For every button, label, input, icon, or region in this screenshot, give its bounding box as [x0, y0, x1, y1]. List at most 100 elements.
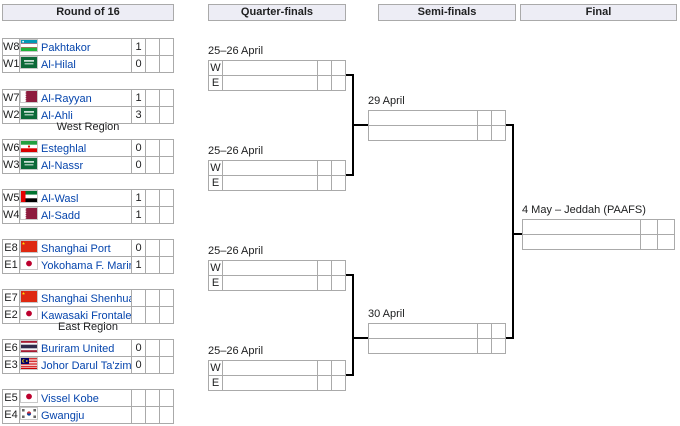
team-row: E: [208, 275, 346, 291]
connector-line: [346, 174, 354, 176]
date-label: 30 April: [368, 308, 405, 320]
team-link[interactable]: Al-Nassr: [41, 160, 84, 172]
score-cell: [145, 356, 160, 374]
team-cell: [222, 260, 318, 276]
score-cell: [145, 189, 160, 207]
team-link[interactable]: Al-Ahli: [41, 110, 73, 122]
score-cell: 0: [131, 139, 146, 157]
team-link[interactable]: Al-Rayyan: [41, 93, 92, 105]
seed-cell: E4: [2, 406, 20, 424]
team-row: W5 Al-Wasl 1: [2, 189, 174, 207]
flag-icon: [20, 157, 38, 170]
connector-line: [514, 233, 522, 235]
team-row: E1 Yokohama F. Marinos 1: [2, 256, 174, 274]
score-cell: [159, 156, 174, 174]
team-link[interactable]: Esteghlal: [41, 143, 87, 155]
team-row: W: [208, 260, 346, 276]
flag-icon: [20, 207, 38, 220]
flag-icon: [20, 190, 38, 203]
date-label: 25–26 April: [208, 145, 264, 157]
team-cell: Pakhtakor: [19, 38, 132, 56]
team-row: E8 Shanghai Port 0: [2, 239, 174, 257]
score-cell: [145, 38, 160, 56]
score-cell: [491, 110, 506, 126]
team-cell: Al-Hilal: [19, 55, 132, 73]
team-link[interactable]: Al-Wasl: [41, 193, 79, 205]
team-row: E: [208, 175, 346, 191]
flag-icon: [20, 307, 38, 320]
score-cell: [657, 234, 675, 250]
score-cell: [159, 406, 174, 424]
team-cell: [368, 110, 478, 126]
team-cell: Al-Wasl: [19, 189, 132, 207]
team-link[interactable]: Yokohama F. Marinos: [41, 260, 131, 272]
team-cell: Gwangju: [19, 406, 132, 424]
team-link[interactable]: Gwangju: [41, 410, 85, 422]
team-row: E2 Kawasaki Frontale: [2, 306, 174, 324]
score-cell: [317, 260, 332, 276]
score-cell: [317, 360, 332, 376]
seed-cell: W6: [2, 139, 20, 157]
team-link[interactable]: Shanghai Port: [41, 243, 111, 255]
region-label-west: West Region: [56, 121, 120, 133]
team-cell: Vissel Kobe: [19, 389, 132, 407]
score-cell: [331, 175, 346, 191]
connector-line: [354, 124, 368, 126]
score-cell: [317, 275, 332, 291]
score-cell: [159, 389, 174, 407]
r16-match-1: W8 Pakhtakor 1 W1 Al-Hilal 0: [2, 38, 174, 73]
team-row: E4 Gwangju: [2, 406, 174, 424]
score-cell: [131, 289, 146, 307]
team-row: W: [208, 60, 346, 76]
seed-cell: E: [208, 375, 223, 391]
score-cell: [317, 75, 332, 91]
flag-icon: [20, 257, 38, 270]
team-link[interactable]: Al-Hilal: [41, 59, 76, 71]
region-label-east: East Region: [58, 321, 118, 333]
seed-cell: W4: [2, 206, 20, 224]
team-link[interactable]: Johor Darul Ta'zim: [41, 360, 132, 372]
connector-line: [346, 74, 354, 76]
flag-icon: [20, 90, 38, 103]
seed-cell: W: [208, 260, 223, 276]
score-cell: [145, 239, 160, 257]
team-row: [368, 125, 506, 141]
score-cell: [657, 219, 675, 235]
team-row: E7 Shanghai Shenhua: [2, 289, 174, 307]
team-cell: [222, 175, 318, 191]
score-cell: [331, 260, 346, 276]
final-match: [522, 219, 675, 250]
team-cell: Buriram United: [19, 339, 132, 357]
score-cell: [331, 375, 346, 391]
team-row: W3 Al-Nassr 0: [2, 156, 174, 174]
date-label: 25–26 April: [208, 345, 264, 357]
seed-cell: E3: [2, 356, 20, 374]
team-cell: [368, 125, 478, 141]
score-cell: [159, 339, 174, 357]
qf-match-2: W E: [208, 160, 346, 191]
team-link[interactable]: Al-Sadd: [41, 210, 81, 222]
seed-cell: E5: [2, 389, 20, 407]
seed-cell: W8: [2, 38, 20, 56]
score-cell: [145, 206, 160, 224]
score-cell: [159, 356, 174, 374]
connector-line: [512, 124, 514, 339]
team-cell: Al-Ahli: [19, 106, 132, 124]
seed-cell: E: [208, 275, 223, 291]
flag-icon: [20, 240, 38, 253]
score-cell: [477, 125, 492, 141]
team-link[interactable]: Vissel Kobe: [41, 393, 99, 405]
score-cell: [145, 139, 160, 157]
connector-line: [346, 274, 354, 276]
team-link[interactable]: Kawasaki Frontale: [41, 310, 132, 322]
flag-icon: [20, 407, 38, 420]
score-cell: [640, 234, 658, 250]
team-link[interactable]: Buriram United: [41, 343, 115, 355]
score-cell: [477, 323, 492, 339]
flag-icon: [20, 107, 38, 120]
seed-cell: E7: [2, 289, 20, 307]
header-round-of-16: Round of 16: [2, 4, 174, 21]
team-link[interactable]: Pakhtakor: [41, 42, 91, 54]
team-row: [368, 323, 506, 339]
team-link[interactable]: Shanghai Shenhua: [41, 293, 132, 305]
